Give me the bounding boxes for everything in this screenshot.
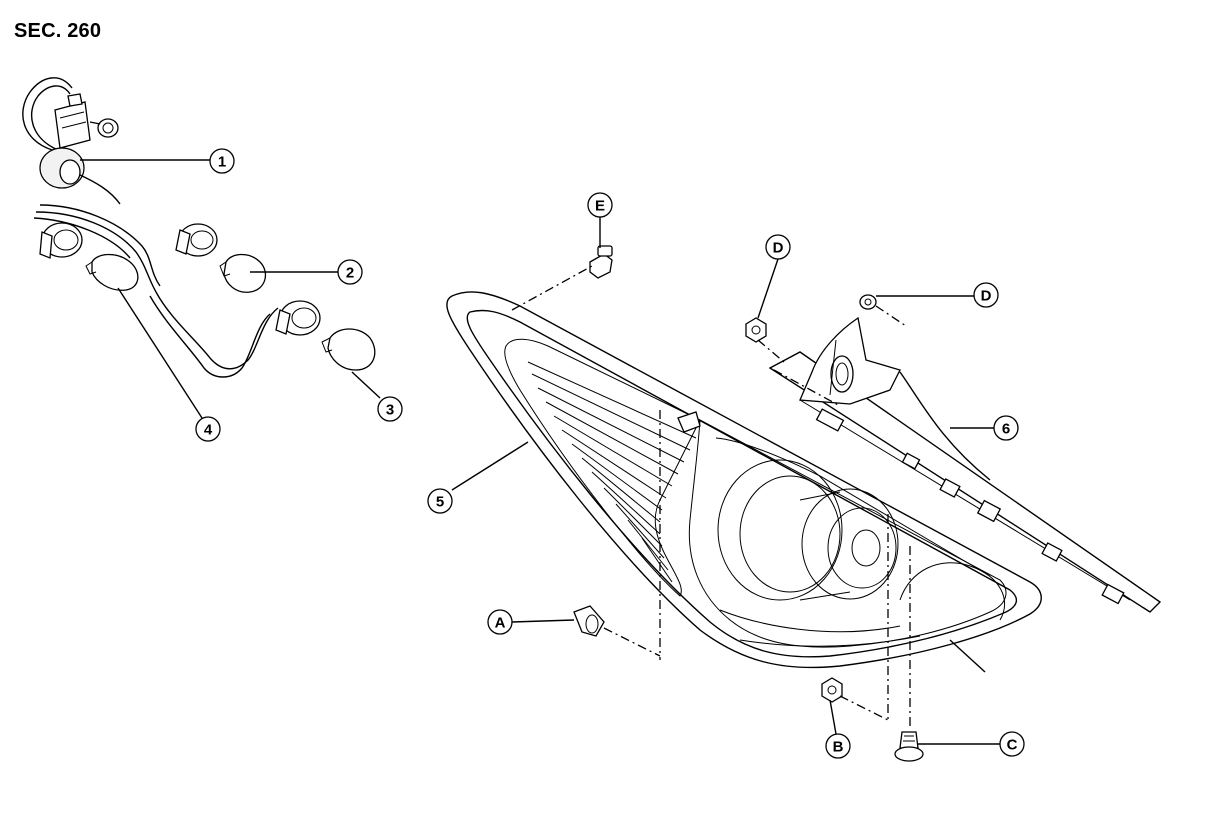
- svg-text:1: 1: [218, 154, 226, 171]
- svg-text:D: D: [981, 288, 992, 305]
- svg-text:5: 5: [436, 494, 444, 511]
- callout-d-left: D: [765, 234, 791, 260]
- svg-text:C: C: [1007, 737, 1018, 754]
- callout-2: 2: [337, 259, 363, 285]
- callout-5: 5: [427, 488, 453, 514]
- installation-dashed-lines: [511, 265, 911, 730]
- svg-text:E: E: [595, 198, 605, 215]
- callout-a: A: [487, 609, 513, 635]
- svg-text:2: 2: [346, 265, 354, 282]
- callout-b: B: [825, 733, 851, 759]
- callout-3: 3: [377, 396, 403, 422]
- fastener-a-clip: [573, 605, 605, 637]
- section-label: SEC. 260: [14, 20, 102, 42]
- svg-text:3: 3: [386, 402, 394, 419]
- callout-d-right: D: [973, 282, 999, 308]
- svg-text:4: 4: [204, 422, 213, 439]
- svg-text:D: D: [773, 240, 784, 257]
- callout-c: C: [999, 731, 1025, 757]
- fastener-e-screw: [589, 245, 613, 279]
- callout-6: 6: [993, 415, 1019, 441]
- callout-e: E: [587, 192, 613, 218]
- bulb-socket-harness: [22, 77, 376, 378]
- callout-leader-lines: [451, 217, 1000, 745]
- callout-4: 4: [195, 416, 221, 442]
- fastener-d-washer-right: [859, 294, 877, 310]
- fastener-d-nut-left: [745, 317, 767, 343]
- svg-text:6: 6: [1002, 421, 1010, 438]
- fastener-b-nut: [821, 677, 843, 703]
- lamp-gasket: [768, 316, 1162, 613]
- svg-text:A: A: [495, 615, 506, 632]
- harness-leader-lines: [80, 159, 381, 419]
- svg-text:B: B: [833, 739, 844, 756]
- fastener-c-push-clip: [894, 731, 924, 762]
- callout-1: 1: [209, 148, 235, 174]
